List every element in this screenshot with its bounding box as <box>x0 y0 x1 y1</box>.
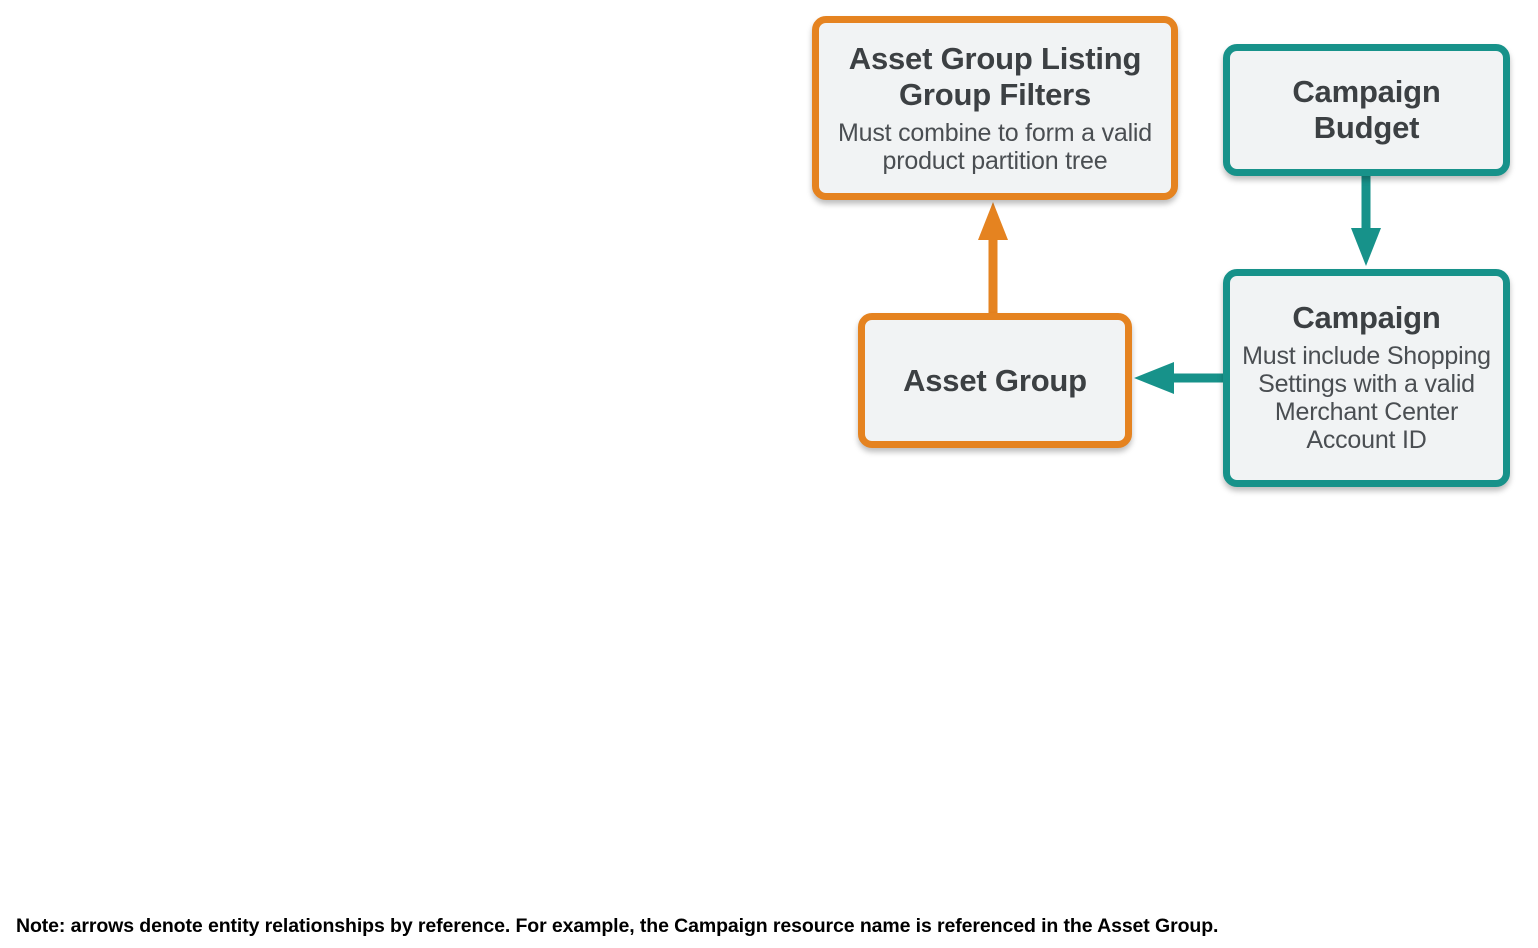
edge-campaign-budget-to-campaign <box>1351 172 1381 266</box>
footer-note: Note: arrows denote entity relationships… <box>16 915 1219 937</box>
node-title: Asset Group <box>903 362 1087 398</box>
node-campaign[interactable]: Campaign Must include Shopping Settings … <box>1223 269 1510 487</box>
arrowhead-up-icon <box>978 202 1008 240</box>
node-title: Asset Group Listing Group Filters <box>848 40 1142 112</box>
node-campaign-budget[interactable]: Campaign Budget <box>1223 44 1510 176</box>
node-subtitle: Must combine to form a valid product par… <box>838 119 1152 176</box>
node-title: Campaign Budget <box>1292 74 1441 145</box>
node-title: Campaign <box>1292 299 1441 335</box>
arrowhead-left-icon <box>1134 362 1174 394</box>
node-subtitle: Must include Shopping Settings with a va… <box>1242 342 1491 455</box>
edge-campaign-to-asset-group <box>1134 362 1227 394</box>
edge-asset-group-to-listing-group-filters <box>978 202 1008 318</box>
arrowhead-down-icon <box>1351 228 1381 266</box>
node-asset-group-listing-group-filters[interactable]: Asset Group Listing Group Filters Must c… <box>812 16 1178 200</box>
node-asset-group[interactable]: Asset Group <box>858 313 1132 448</box>
